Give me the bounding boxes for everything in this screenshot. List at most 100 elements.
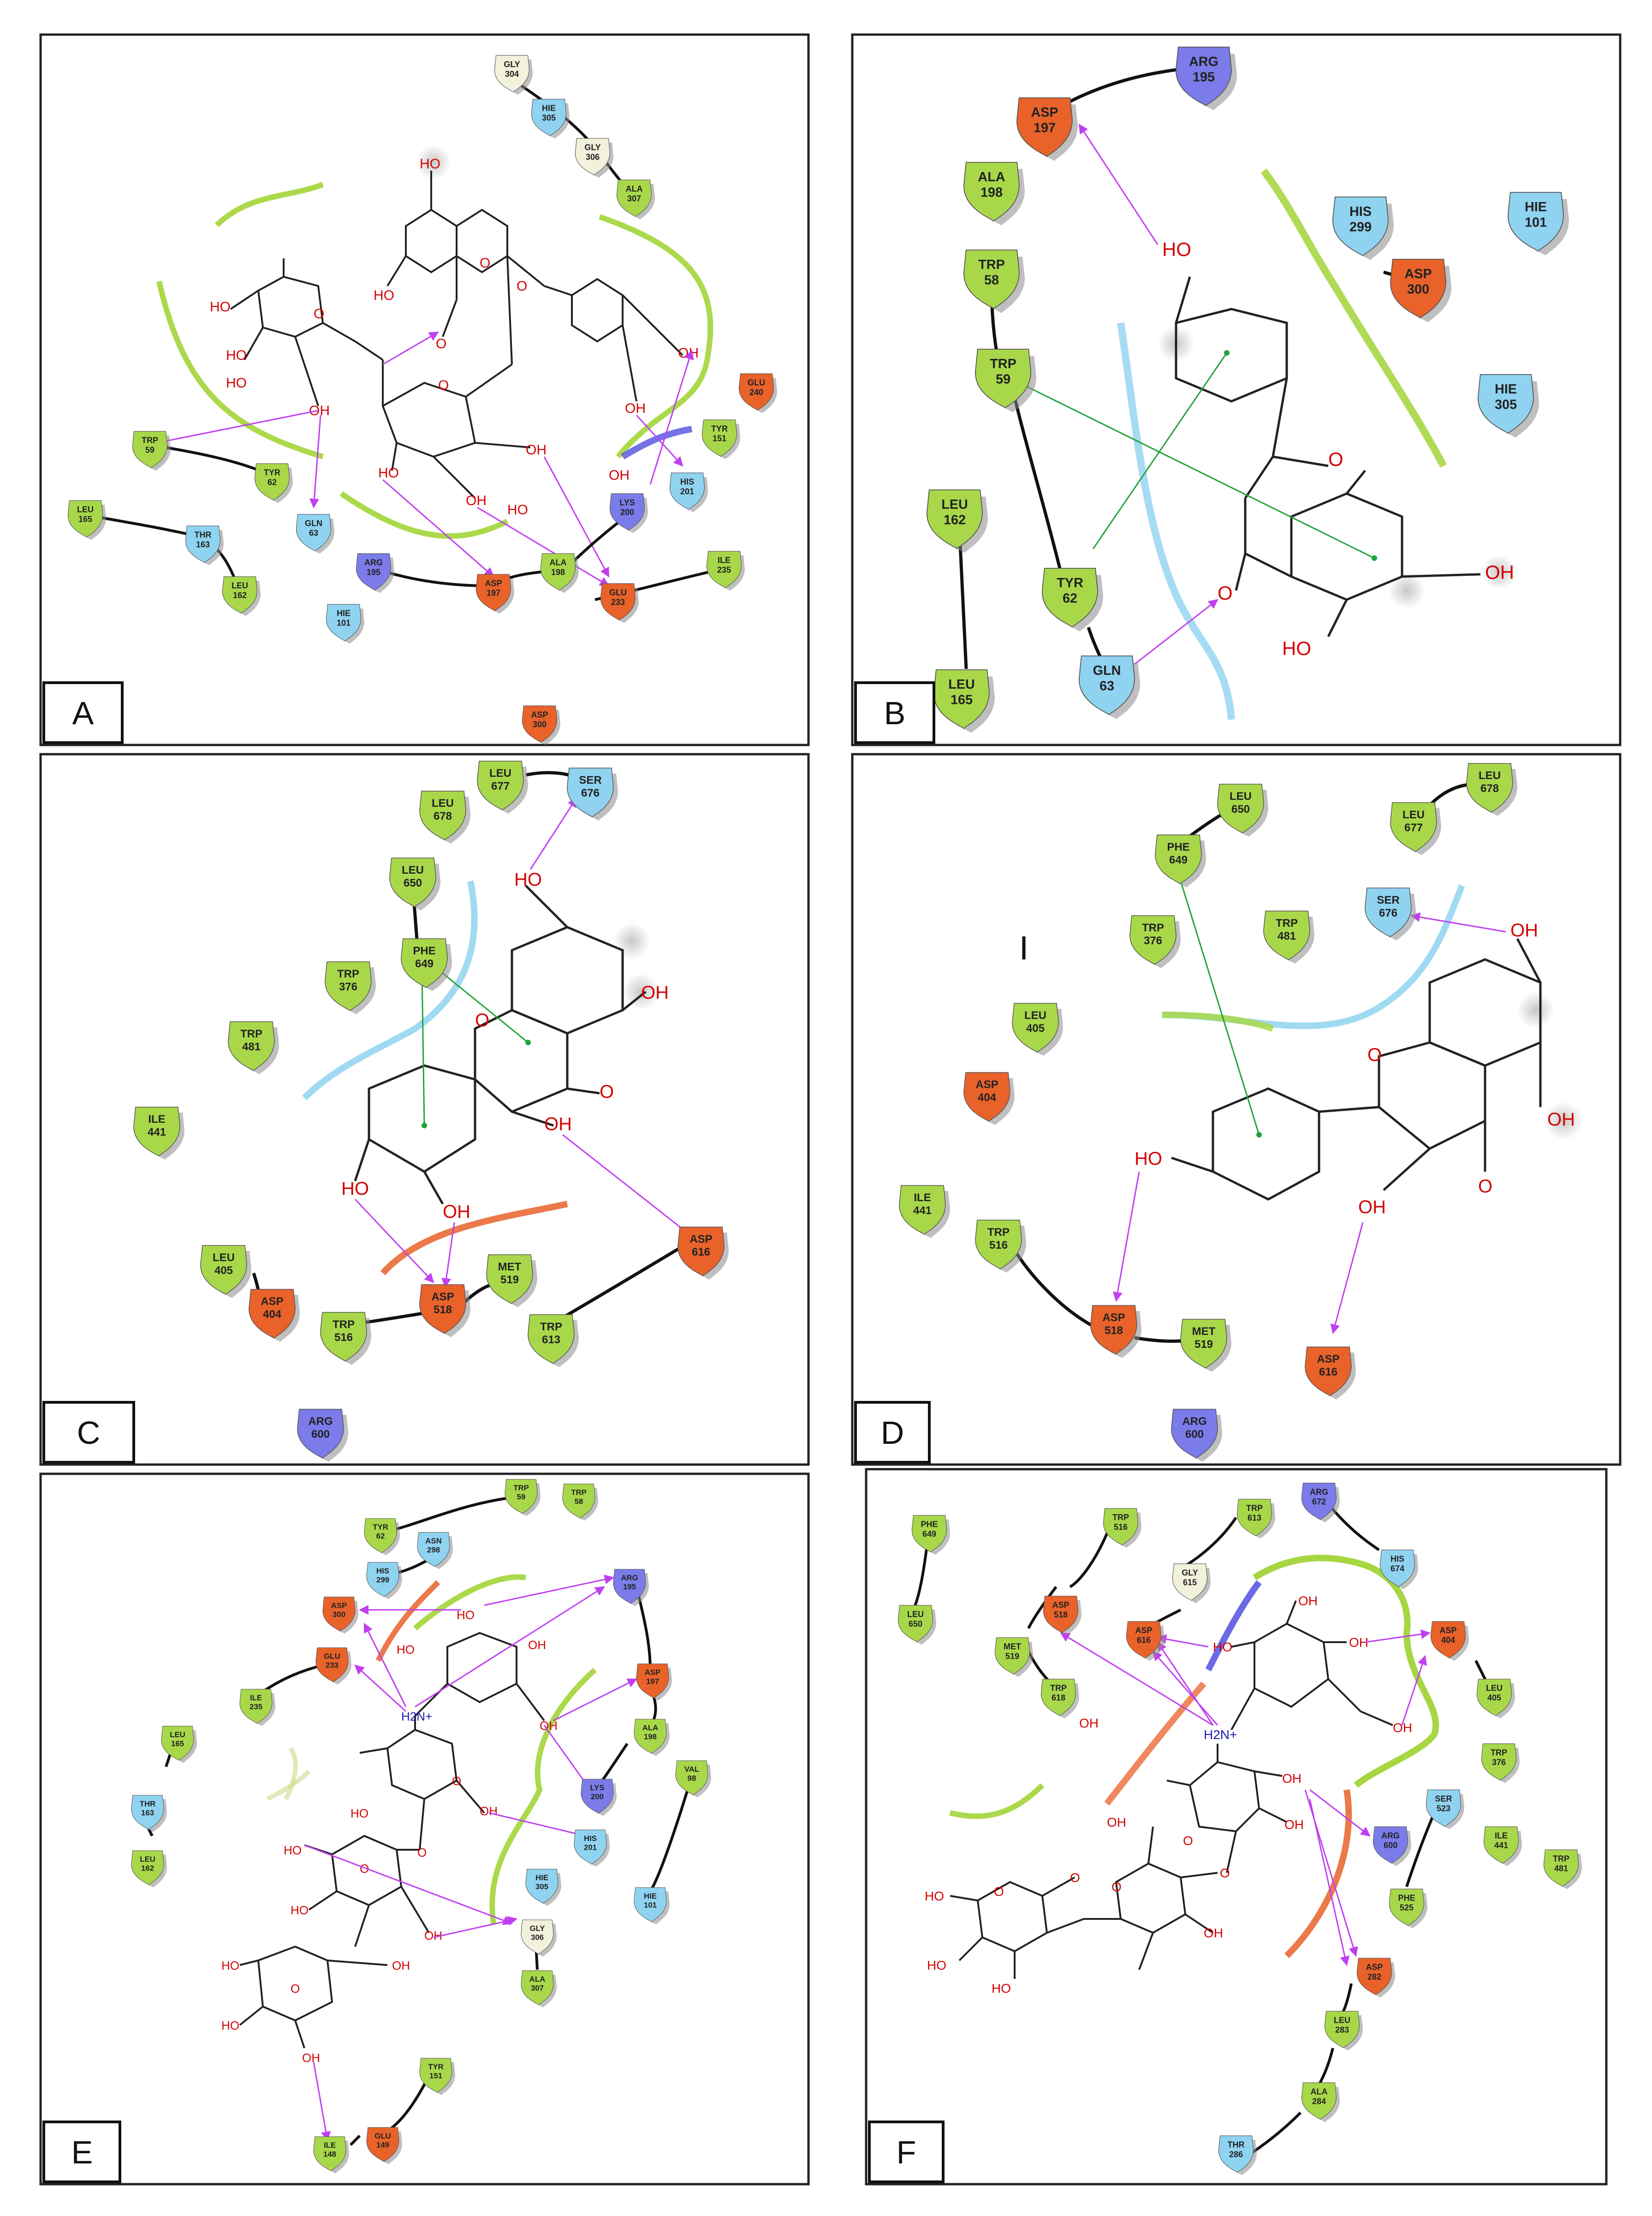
- residue-number: 198: [551, 568, 565, 577]
- residue-number: 516: [989, 1239, 1008, 1251]
- panel-c-label-box: [42, 1401, 135, 1464]
- panel-e-label: E: [71, 2134, 93, 2170]
- residue-name: TRP: [513, 1483, 529, 1492]
- atom-label: O: [417, 1846, 427, 1859]
- residue-number: 305: [1495, 397, 1517, 412]
- residue-number: 616: [1319, 1366, 1337, 1378]
- residue-name: ARG: [1182, 1415, 1206, 1428]
- residue-number: 678: [1480, 782, 1499, 795]
- residue-name: LYS: [590, 1783, 604, 1792]
- residue-number: 165: [78, 515, 92, 524]
- residue-number: 233: [611, 598, 625, 607]
- atom-label: OH: [1485, 561, 1514, 583]
- atom-label: O: [438, 378, 449, 393]
- residue-number: 200: [591, 1792, 604, 1801]
- residue-number: 525: [1400, 1903, 1414, 1912]
- atom-label: HO: [1162, 238, 1191, 260]
- residue-number: 600: [1185, 1428, 1204, 1441]
- residue-name: TRP: [1050, 1684, 1067, 1693]
- residue-number: 300: [533, 720, 547, 729]
- residue-name: SER: [1377, 894, 1399, 906]
- atom-label: O: [436, 336, 446, 351]
- residue-name: ILE: [324, 2141, 336, 2150]
- panel-e-label-box: [42, 2121, 121, 2183]
- residue-number: 678: [434, 810, 452, 822]
- atom-label: HO: [351, 1806, 368, 1820]
- residue-name: ASP: [1102, 1311, 1125, 1324]
- residue-name: LEU: [1479, 769, 1501, 782]
- residue-number: 649: [415, 958, 434, 970]
- atom-label: OH: [526, 442, 547, 458]
- atom-label: O: [1183, 1834, 1193, 1848]
- residue-name: LEU: [140, 1855, 155, 1864]
- residue-number: 151: [713, 434, 726, 443]
- atom-label: O: [480, 256, 490, 271]
- residue-name: LYS: [619, 498, 635, 507]
- atom-label: HO: [514, 870, 542, 890]
- residue-name: HIE: [542, 104, 556, 113]
- atom-label: OH: [302, 2051, 320, 2065]
- atom-label: HO: [397, 1643, 415, 1656]
- residue-number: 677: [1404, 822, 1423, 834]
- atom-label: OH: [392, 1959, 410, 1972]
- panel-d: OH O OH HO OH O HO LEU650PHE649LEU678LEU…: [851, 753, 1622, 1466]
- atom-label: O: [1070, 1870, 1080, 1885]
- residue-number: 676: [1379, 907, 1397, 919]
- residue-number: 235: [717, 566, 731, 575]
- residue-name: LEU: [489, 767, 511, 780]
- residue-number: 677: [491, 780, 510, 792]
- panel-d-label-box: [854, 1401, 931, 1464]
- residue-name: ARG: [621, 1573, 638, 1582]
- residue-number: 519: [500, 1274, 519, 1286]
- residue-number: 58: [984, 273, 999, 287]
- atom-label: OH: [480, 1804, 498, 1818]
- residue-name: TRP: [1246, 1504, 1263, 1513]
- panel-e: HO HO OH H2N+ OH O OH HO O HO O HO OH O …: [39, 1472, 810, 2186]
- atom-label: HO: [507, 502, 528, 518]
- residue-number: 201: [584, 1843, 597, 1852]
- residue-name: GLU: [324, 1652, 340, 1661]
- residue-name: GLY: [1182, 1568, 1198, 1578]
- residue-number: 616: [692, 1246, 710, 1258]
- residue-number: 62: [267, 478, 277, 487]
- atom-label: O: [517, 279, 527, 294]
- residue-number: 198: [981, 185, 1003, 200]
- residue-name: PHE: [1167, 841, 1189, 853]
- residue-name: TYR: [428, 2062, 444, 2071]
- residue-number: 59: [145, 446, 155, 455]
- residue-name: LEU: [1230, 790, 1252, 803]
- residue-number: 481: [1278, 930, 1296, 942]
- residue-name: TRP: [1112, 1513, 1129, 1522]
- residue-name: GLN: [305, 519, 322, 528]
- residue-name: ASP: [261, 1295, 283, 1308]
